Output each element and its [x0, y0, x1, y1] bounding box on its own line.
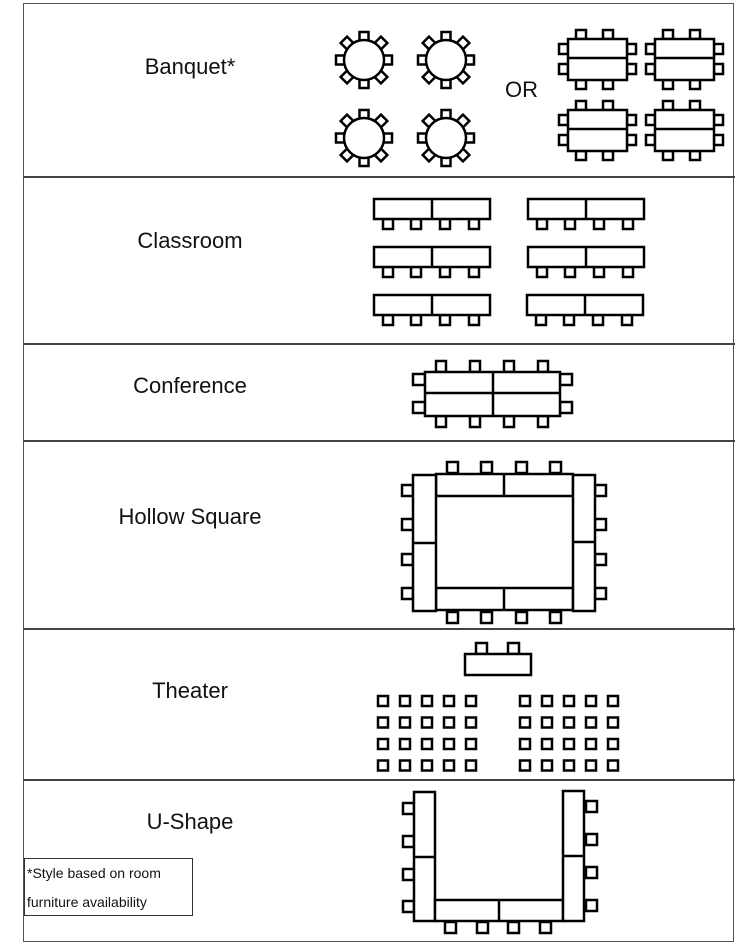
banquet-round-tables: [334, 30, 476, 168]
theater-seat: [376, 737, 390, 751]
theater-seat: [562, 694, 576, 708]
classroom-table-unit: [372, 245, 492, 279]
theater-seat: [376, 716, 390, 729]
theater-seating-right: [518, 694, 620, 772]
theater-seat: [420, 716, 434, 729]
theater-seat: [518, 759, 532, 772]
row-divider: [23, 343, 735, 345]
rect-table-icon: [644, 99, 725, 162]
theater-seat: [398, 716, 412, 729]
classroom-table-unit: [372, 197, 492, 231]
theater-seat: [518, 737, 532, 751]
theater-seat: [606, 759, 620, 772]
round-table-icon: [416, 108, 476, 168]
theater-seat: [464, 737, 478, 751]
classroom-layout: [372, 197, 646, 327]
label-banquet: Banquet*: [144, 54, 236, 79]
outer-frame: [23, 3, 734, 942]
u-shape-layout: [401, 789, 599, 935]
theater-seat: [584, 694, 598, 708]
theater-seat: [540, 694, 554, 708]
theater-seat: [442, 737, 456, 751]
head-table: [463, 641, 533, 677]
hollow-square-layout: [400, 460, 608, 625]
row-divider: [23, 440, 735, 442]
footnote-box: *Style based on room furniture availabil…: [24, 858, 193, 916]
row-divider: [23, 176, 735, 178]
theater-seating-left: [376, 694, 478, 772]
conference-layout: [411, 359, 574, 429]
footnote-line-1: *Style based on room: [27, 865, 161, 881]
theater-seat: [398, 737, 412, 751]
label-classroom: Classroom: [137, 228, 243, 253]
or-separator-text: OR: [505, 77, 538, 102]
round-table-icon: [334, 30, 394, 90]
rect-table-icon: [557, 99, 638, 162]
theater-seat: [562, 737, 576, 751]
label-hollow-square: Hollow Square: [118, 504, 262, 529]
theater-seat: [442, 716, 456, 729]
classroom-table-unit: [526, 197, 646, 231]
row-divider: [23, 779, 735, 781]
classroom-table-unit: [525, 293, 645, 327]
theater-seat: [518, 716, 532, 729]
label-theater: Theater: [152, 678, 228, 703]
round-table-icon: [416, 30, 476, 90]
classroom-table-unit: [372, 293, 492, 327]
theater-seat: [420, 737, 434, 751]
theater-seat: [518, 694, 532, 708]
theater-seat: [540, 737, 554, 751]
theater-seat: [376, 694, 390, 708]
theater-seat: [584, 716, 598, 729]
theater-seat: [606, 716, 620, 729]
theater-layout: [376, 641, 620, 772]
label-conference: Conference: [133, 373, 247, 398]
theater-seat: [442, 694, 456, 708]
banquet-rect-tables: [557, 28, 725, 162]
theater-seat: [584, 759, 598, 772]
theater-seat: [464, 759, 478, 772]
theater-seat: [464, 694, 478, 708]
footnote-line-2: furniture availability: [27, 894, 147, 910]
rect-table-icon: [644, 28, 725, 91]
theater-seat: [464, 716, 478, 729]
classroom-table-unit: [526, 245, 646, 279]
theater-seat: [376, 759, 390, 772]
theater-seat: [606, 694, 620, 708]
theater-seat: [540, 716, 554, 729]
theater-seat: [584, 737, 598, 751]
theater-seat: [562, 716, 576, 729]
row-divider: [23, 628, 735, 630]
theater-seat: [442, 759, 456, 772]
round-table-icon: [334, 108, 394, 168]
theater-seat: [398, 694, 412, 708]
theater-seat: [606, 737, 620, 751]
theater-seat: [540, 759, 554, 772]
theater-seat: [420, 759, 434, 772]
label-u-shape: U-Shape: [146, 809, 234, 834]
theater-seat: [398, 759, 412, 772]
theater-seat: [420, 694, 434, 708]
theater-seat: [562, 759, 576, 772]
rect-table-icon: [557, 28, 638, 91]
